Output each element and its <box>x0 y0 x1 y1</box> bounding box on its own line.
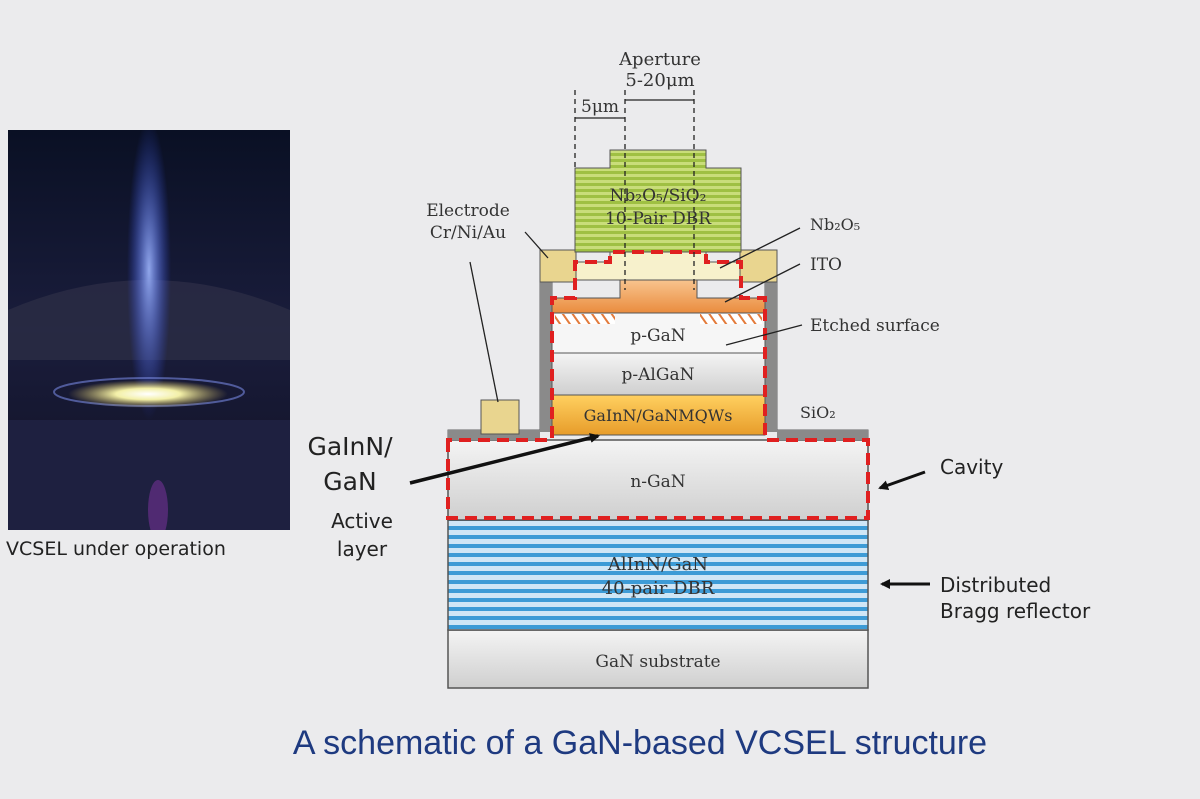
aperture-dimension <box>574 90 695 290</box>
electrode-leader-top <box>524 231 549 259</box>
electrode-label-line2: Cr/Ni/Au <box>430 223 506 243</box>
mqw-layer <box>551 394 766 436</box>
active-layer-arrow <box>409 433 600 485</box>
aperture-value: 5-20μm <box>625 70 694 91</box>
active-layer-label-line1: GaInN/ <box>307 432 393 461</box>
gan-substrate-layer <box>447 629 869 689</box>
cavity-arrow <box>878 470 926 491</box>
etched-surface-leader <box>725 324 803 346</box>
photo-caption: VCSEL under operation <box>6 538 226 560</box>
active-layer-label-line2: GaN <box>323 467 376 496</box>
aperture-title: Aperture <box>618 49 701 70</box>
nb2o5-label: Nb₂O₅ <box>810 215 860 234</box>
nb2o5-leader <box>719 227 801 269</box>
vcsel-photo <box>8 130 290 530</box>
n-gan-label: n-GaN <box>630 472 685 492</box>
ito-layer <box>551 279 766 314</box>
etched-surface-label: Etched surface <box>810 316 940 336</box>
top-dbr-label-line2: 10-Pair DBR <box>605 209 712 229</box>
top-dbr-label-line1: Nb₂O₅/SiO₂ <box>610 186 707 206</box>
cavity-outline <box>446 250 870 520</box>
mqw-label: GaInN/GaNMQWs <box>584 406 733 425</box>
bottom-dbr-label-line1: AlInN/GaN <box>607 554 708 575</box>
active-layer-label-line4: layer <box>337 537 388 561</box>
ito-leader <box>724 263 801 303</box>
p-gan-label: p-GaN <box>630 326 685 346</box>
etched-surface-left <box>555 314 615 324</box>
nb2o5-layer <box>574 251 742 281</box>
etched-surface-right <box>700 314 762 324</box>
electrode-label-line1: Electrode <box>426 201 510 221</box>
top-dbr-layer <box>574 149 742 253</box>
offset-value: 5μm <box>581 97 619 117</box>
active-layer-label-line3: Active <box>331 509 393 533</box>
electrode-n-contact <box>480 399 520 435</box>
bottom-dbr-label-line2: 40-pair DBR <box>602 578 715 599</box>
dbr-label-line2: Bragg reflector <box>940 599 1091 623</box>
sio2-label: SiO₂ <box>800 403 836 422</box>
figure-title: A schematic of a GaN-based VCSEL structu… <box>292 724 988 762</box>
gan-substrate-label: GaN substrate <box>595 652 720 672</box>
electrode-leader-bottom <box>469 261 499 403</box>
bottom-dbr-layer <box>447 519 869 631</box>
cavity-label: Cavity <box>940 455 1003 479</box>
ito-label: ITO <box>810 255 842 275</box>
dbr-label-line1: Distributed <box>940 573 1051 597</box>
p-algan-label: p-AlGaN <box>622 365 695 385</box>
